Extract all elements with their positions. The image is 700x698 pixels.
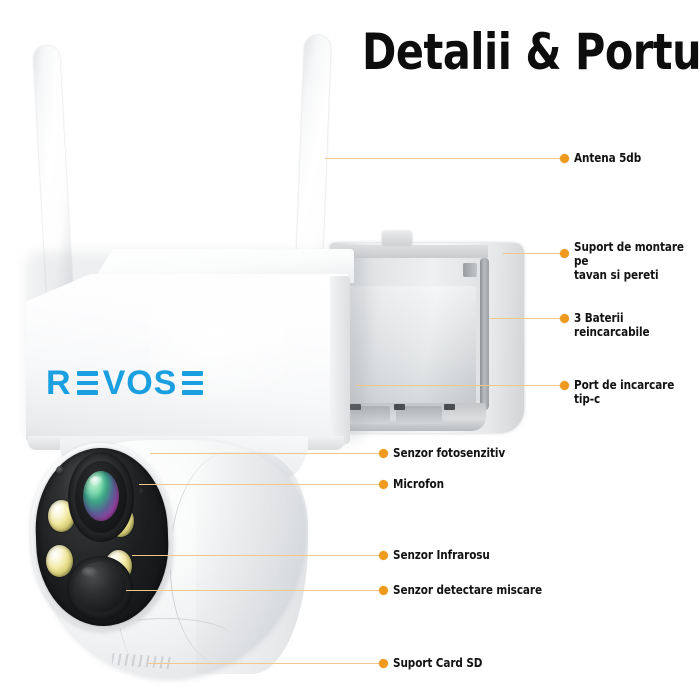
callout-dot-senzor-miscare [379,586,388,595]
callout-line-senzor-infrarosu [132,555,382,556]
callout-line-senzor-foto [150,453,382,454]
charging-port-slot [344,406,390,424]
callout-dot-baterii [560,314,569,323]
motion-detection-sensor [74,562,126,612]
brand-logo: R VOS [46,364,204,402]
infrared-led-light [46,545,73,577]
callout-line-port-incarcare [356,385,563,386]
bracket-foot [394,404,405,410]
callout-label-microfon: Microfon [393,476,444,491]
callout-label-antena: Antena 5db [574,150,642,165]
callout-dot-senzor-infrarosu [379,551,388,560]
callout-label-senzor-foto: Senzor fotosenzitiv [393,445,506,460]
callout-dot-suport-montare [560,249,569,258]
callout-dot-port-incarcare [560,381,569,390]
callout-line-suport-montare [503,253,563,254]
brand-logo-text: R [46,364,72,402]
camera-body [26,274,348,446]
callout-label-baterii: 3 Baterii reincarcabile [574,310,650,339]
mounting-bracket-tab [382,231,412,245]
microphone-hole [139,488,143,493]
callout-dot-microfon [379,480,388,489]
mounting-bracket-slot [480,258,489,410]
photosensitive-sensor [56,466,64,475]
brand-logo-e-glyph [76,370,98,396]
brand-logo-text: VOS [102,364,178,402]
callout-dot-card-sd [379,659,388,668]
callout-line-baterii [490,318,563,319]
callout-dot-senzor-foto [379,449,388,458]
callout-line-card-sd [148,663,382,664]
sd-card-slot [396,406,442,424]
mounting-bracket-clip [463,263,477,277]
callout-label-senzor-miscare: Senzor detectare miscare [393,582,542,597]
mounting-bracket-top-bar [336,245,488,258]
callout-dot-antena [560,154,569,163]
callout-label-senzor-infrarosu: Senzor Infrarosu [393,547,490,562]
camera-lens-glass [83,471,119,521]
page-title: Detalii & Porturi [362,23,700,81]
callout-label-port-incarcare: Port de incarcare tip-c [574,377,675,406]
callout-line-senzor-miscare [126,590,382,591]
brand-logo-e-glyph [182,370,204,396]
bracket-foot [350,404,361,410]
callout-line-microfon [139,484,382,485]
camera-body-right-edge [330,276,350,444]
callout-line-antena [325,158,563,159]
callout-label-card-sd: Suport Card SD [393,655,483,670]
callout-label-suport-montare: Suport de montare pe tavan si pereti [574,239,684,282]
battery-port-module [344,286,476,404]
bracket-foot [444,404,455,410]
